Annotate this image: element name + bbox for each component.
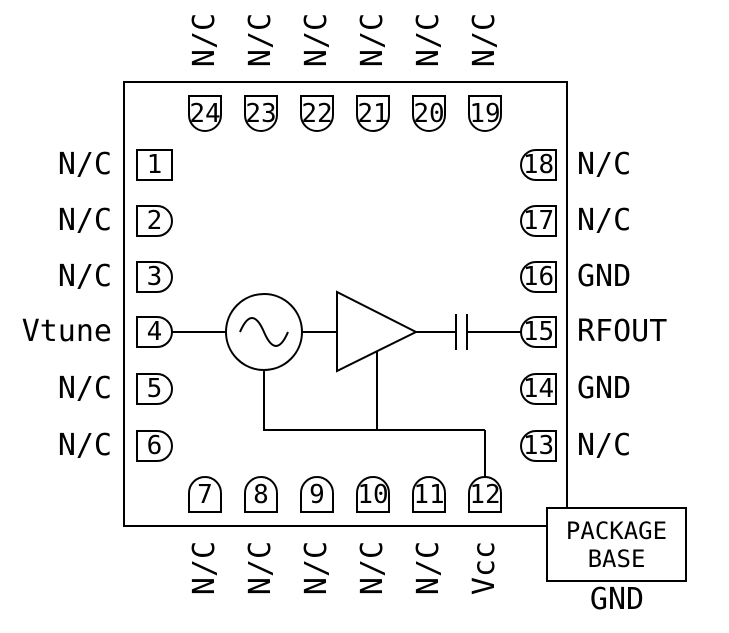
pin-12: 12 <box>468 476 502 513</box>
pin-15: 15 <box>520 316 557 348</box>
pin-16-label: GND <box>577 259 632 294</box>
pin-9-label: N/C <box>299 540 334 596</box>
pin-24: 24 <box>188 95 222 132</box>
pin-13: 13 <box>520 430 557 462</box>
pin-21: 21 <box>356 95 390 132</box>
pin-10-label: N/C <box>355 540 390 596</box>
pin-19: 19 <box>468 95 502 132</box>
pin-17-label: N/C <box>577 203 632 238</box>
pin-6: 6 <box>136 430 173 462</box>
package-base-label-line1: PACKAGE <box>565 516 668 545</box>
pin-11: 11 <box>412 476 446 513</box>
pin-8: 8 <box>244 476 278 513</box>
pin-7-label: N/C <box>187 540 222 596</box>
pin-2-label: N/C <box>57 203 112 238</box>
package-outline <box>123 81 568 527</box>
pin-9: 9 <box>300 476 334 513</box>
pin-8-label: N/C <box>243 540 278 596</box>
pin-23-label: N/C <box>243 12 278 68</box>
pin-22: 22 <box>300 95 334 132</box>
pin-2: 2 <box>136 205 173 237</box>
pin-3: 3 <box>136 261 173 293</box>
pin-20-label: N/C <box>411 12 446 68</box>
package-base-box: PACKAGE BASE <box>546 507 687 582</box>
package-base-label-line2: BASE <box>587 544 646 573</box>
pin-19-label: N/C <box>467 12 502 68</box>
pin-16: 16 <box>520 261 557 293</box>
pin-23: 23 <box>244 95 278 132</box>
pin-14: 14 <box>520 373 557 405</box>
pin-14-label: GND <box>577 371 632 406</box>
pin-20: 20 <box>412 95 446 132</box>
pin-21-label: N/C <box>355 12 390 68</box>
pin-5-label: N/C <box>57 371 112 406</box>
pin-4-label: Vtune <box>21 314 112 349</box>
pin-7: 7 <box>188 476 222 513</box>
pin-3-label: N/C <box>57 259 112 294</box>
package-base-ground-label: GND <box>589 582 645 617</box>
pin-18: 18 <box>520 149 557 181</box>
pin-1-label: N/C <box>57 147 112 182</box>
pin-12-label: Vcc <box>467 540 502 596</box>
pin-22-label: N/C <box>299 12 334 68</box>
pin-24-label: N/C <box>187 12 222 68</box>
pin-13-label: N/C <box>577 428 632 463</box>
pin-5: 5 <box>136 373 173 405</box>
pin-11-label: N/C <box>411 540 446 596</box>
pin-1: 1 <box>136 149 173 181</box>
pin-10: 10 <box>356 476 390 513</box>
pin-18-label: N/C <box>577 147 632 182</box>
pin-4: 4 <box>136 316 173 348</box>
pin-17: 17 <box>520 205 557 237</box>
pin-15-label: RFOUT <box>577 314 668 349</box>
pin-6-label: N/C <box>57 428 112 463</box>
